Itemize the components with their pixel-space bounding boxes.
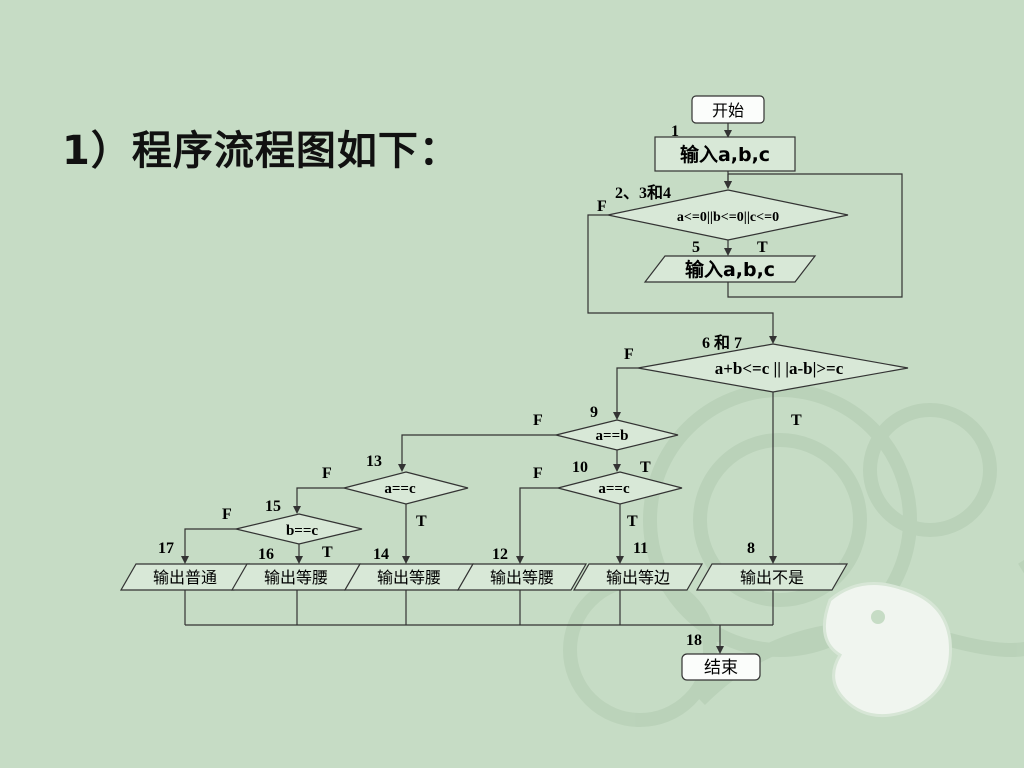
out-iso2-label: 输出等腰 bbox=[377, 568, 441, 587]
true-mark-validate: T bbox=[757, 239, 768, 256]
ac-left-label: a==c bbox=[384, 481, 416, 497]
out-iso3-label: 输出等腰 bbox=[490, 568, 554, 587]
out-not-label: 输出不是 bbox=[740, 568, 804, 587]
num-15: 15 bbox=[265, 498, 281, 515]
triangle-label: a+b<=c || |a-b|>=c bbox=[715, 359, 844, 378]
dragon-decoration bbox=[822, 582, 952, 718]
num-11: 11 bbox=[633, 540, 648, 557]
true-mark-triangle: T bbox=[791, 412, 802, 429]
out-not-box bbox=[695, 563, 849, 591]
true-mark-ac-right: T bbox=[627, 513, 638, 530]
true-mark-bc: T bbox=[322, 544, 333, 561]
true-mark-ab: T bbox=[640, 459, 651, 476]
input1-label: 输入a,b,c bbox=[680, 143, 770, 166]
validate-label: a<=0||b<=0||c<=0 bbox=[677, 210, 779, 225]
false-mark-triangle: F bbox=[624, 346, 634, 363]
num-67: 6 和 7 bbox=[702, 333, 742, 352]
ab-label: a==b bbox=[596, 428, 629, 444]
out-iso3-box bbox=[456, 563, 588, 591]
input2-box bbox=[643, 255, 817, 283]
true-mark-ac-left: T bbox=[416, 513, 427, 530]
input1-box bbox=[654, 136, 796, 172]
num-14: 14 bbox=[373, 546, 389, 563]
num-8: 8 bbox=[747, 540, 755, 557]
false-mark-ab: F bbox=[533, 412, 543, 429]
false-mark-ac-left: F bbox=[322, 465, 332, 482]
num-10: 10 bbox=[572, 459, 588, 476]
start-label: 开始 bbox=[712, 101, 744, 120]
out-normal-label: 输出普通 bbox=[153, 568, 217, 587]
num-13: 13 bbox=[366, 453, 382, 470]
false-mark-ac-right: F bbox=[533, 465, 543, 482]
end-label: 结束 bbox=[704, 658, 738, 678]
num-1: 1 bbox=[671, 123, 679, 140]
input2-label: 输入a,b,c bbox=[685, 258, 775, 281]
num-9: 9 bbox=[590, 404, 598, 421]
slide-title: 1）程序流程图如下： bbox=[62, 128, 460, 174]
false-mark-bc: F bbox=[222, 506, 232, 523]
out-equi-label: 输出等边 bbox=[606, 568, 670, 587]
num-17: 17 bbox=[158, 540, 174, 557]
end-box bbox=[681, 653, 761, 681]
ac-right-label: a==c bbox=[598, 481, 630, 497]
num-12: 12 bbox=[492, 546, 508, 563]
num-5: 5 bbox=[692, 239, 700, 256]
out-equi-box bbox=[572, 563, 704, 591]
false-mark-validate: F bbox=[597, 198, 607, 215]
bc-label: b==c bbox=[286, 523, 318, 539]
out-iso1-label: 输出等腰 bbox=[264, 568, 328, 587]
num-16: 16 bbox=[258, 546, 274, 563]
num-18: 18 bbox=[686, 632, 702, 649]
num-234: 2、3和4 bbox=[615, 183, 671, 202]
